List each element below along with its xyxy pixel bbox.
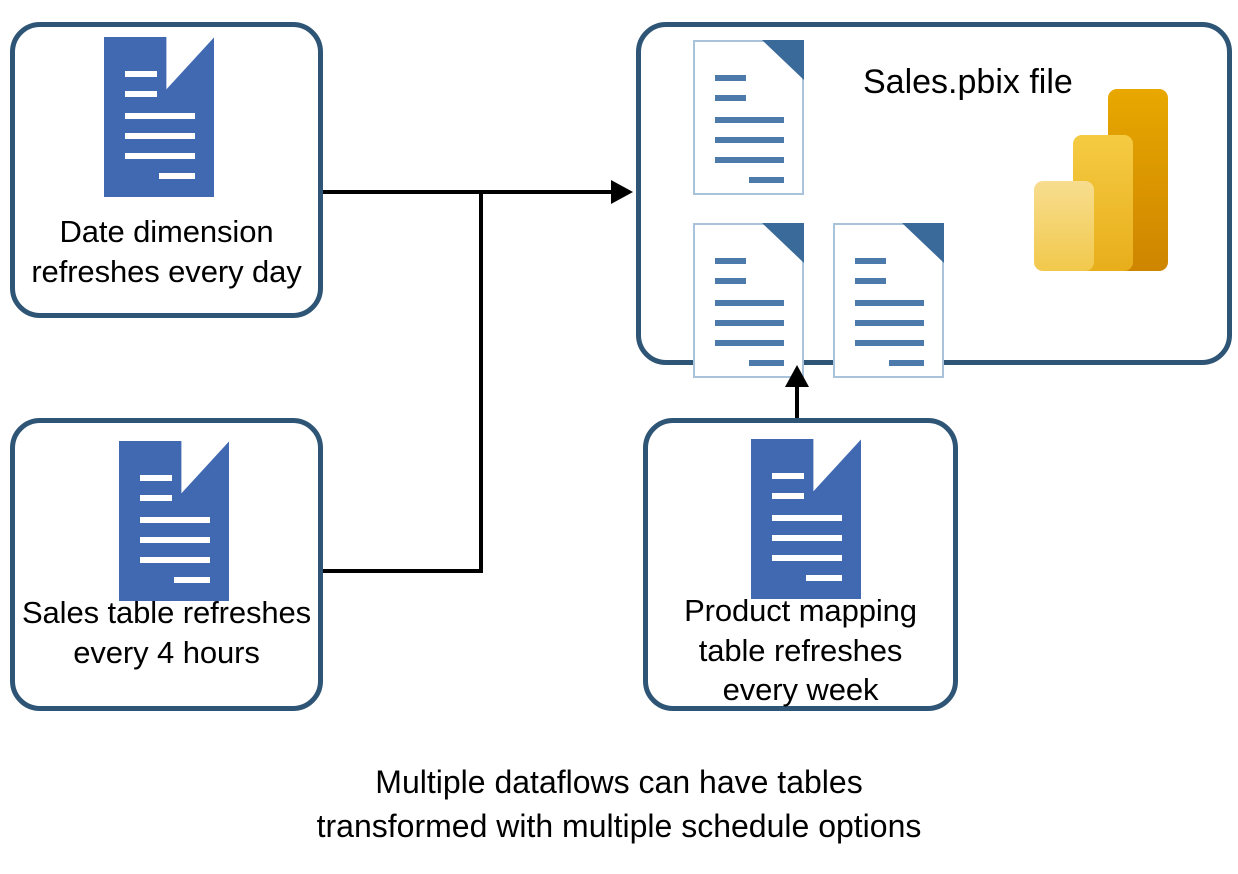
- document-icon: [119, 441, 229, 601]
- doc-line: [125, 71, 157, 77]
- doc-line: [715, 157, 784, 163]
- document-fold-corner: [762, 223, 804, 263]
- box-date-dimension-label: Date dimension refreshes every day: [31, 214, 302, 289]
- doc-line: [772, 555, 842, 561]
- doc-line: [715, 75, 746, 81]
- doc-line: [715, 117, 784, 123]
- doc-line: [715, 137, 784, 143]
- doc-line: [125, 91, 157, 97]
- document-icon-2: [693, 223, 804, 378]
- doc-line: [749, 177, 784, 183]
- document-icon: [104, 37, 214, 197]
- box-product-mapping-label: Product mapping table refreshes every we…: [684, 593, 917, 708]
- box-pbix-file[interactable]: Sales.pbix file: [636, 22, 1232, 378]
- doc-line: [749, 360, 784, 366]
- connector-sales-table-horizontal: [323, 569, 483, 573]
- doc-line: [140, 517, 210, 523]
- doc-line: [140, 495, 172, 501]
- connector-arrow-to-pbix: [611, 180, 633, 204]
- doc-line: [772, 515, 842, 521]
- doc-line: [855, 258, 886, 264]
- doc-line: [125, 133, 195, 139]
- doc-line: [806, 575, 842, 581]
- box-sales-table-label: Sales table refreshes every 4 hours: [21, 595, 312, 670]
- doc-line: [855, 340, 924, 346]
- doc-line: [174, 577, 210, 583]
- document-icon-1: [693, 40, 804, 195]
- doc-line: [715, 340, 784, 346]
- connector-arrow-up-to-pbix: [785, 365, 809, 387]
- doc-line: [715, 278, 746, 284]
- connector-sales-table-vertical: [479, 190, 483, 573]
- doc-line: [125, 153, 195, 159]
- doc-line: [855, 320, 924, 326]
- doc-line: [140, 557, 210, 563]
- doc-line: [772, 535, 842, 541]
- doc-line: [715, 320, 784, 326]
- doc-line: [715, 258, 746, 264]
- doc-line: [140, 475, 172, 481]
- box-product-mapping[interactable]: Product mapping table refreshes every we…: [643, 418, 958, 711]
- pbix-file-title: Sales.pbix file: [863, 63, 1073, 101]
- box-date-dimension[interactable]: Date dimension refreshes every day: [10, 22, 323, 318]
- connector-product-mapping-vertical: [795, 385, 799, 418]
- box-sales-table[interactable]: Sales table refreshes every 4 hours: [10, 418, 323, 711]
- diagram-caption: Multiple dataflows can have tables trans…: [316, 764, 922, 845]
- power-bi-logo: [1026, 89, 1176, 279]
- doc-line: [855, 278, 886, 284]
- connector-date-dimension-horizontal: [323, 190, 611, 194]
- doc-line: [715, 95, 746, 101]
- document-icon: [751, 439, 861, 599]
- doc-line: [159, 173, 195, 179]
- doc-line: [889, 360, 924, 366]
- doc-line: [140, 537, 210, 543]
- doc-line: [715, 300, 784, 306]
- document-icon-3: [833, 223, 944, 378]
- doc-line: [772, 473, 804, 479]
- doc-line: [855, 300, 924, 306]
- document-fold-corner: [762, 40, 804, 80]
- doc-line: [125, 113, 195, 119]
- doc-line: [772, 493, 804, 499]
- power-bi-bar-small: [1034, 181, 1094, 271]
- document-fold-corner: [902, 223, 944, 263]
